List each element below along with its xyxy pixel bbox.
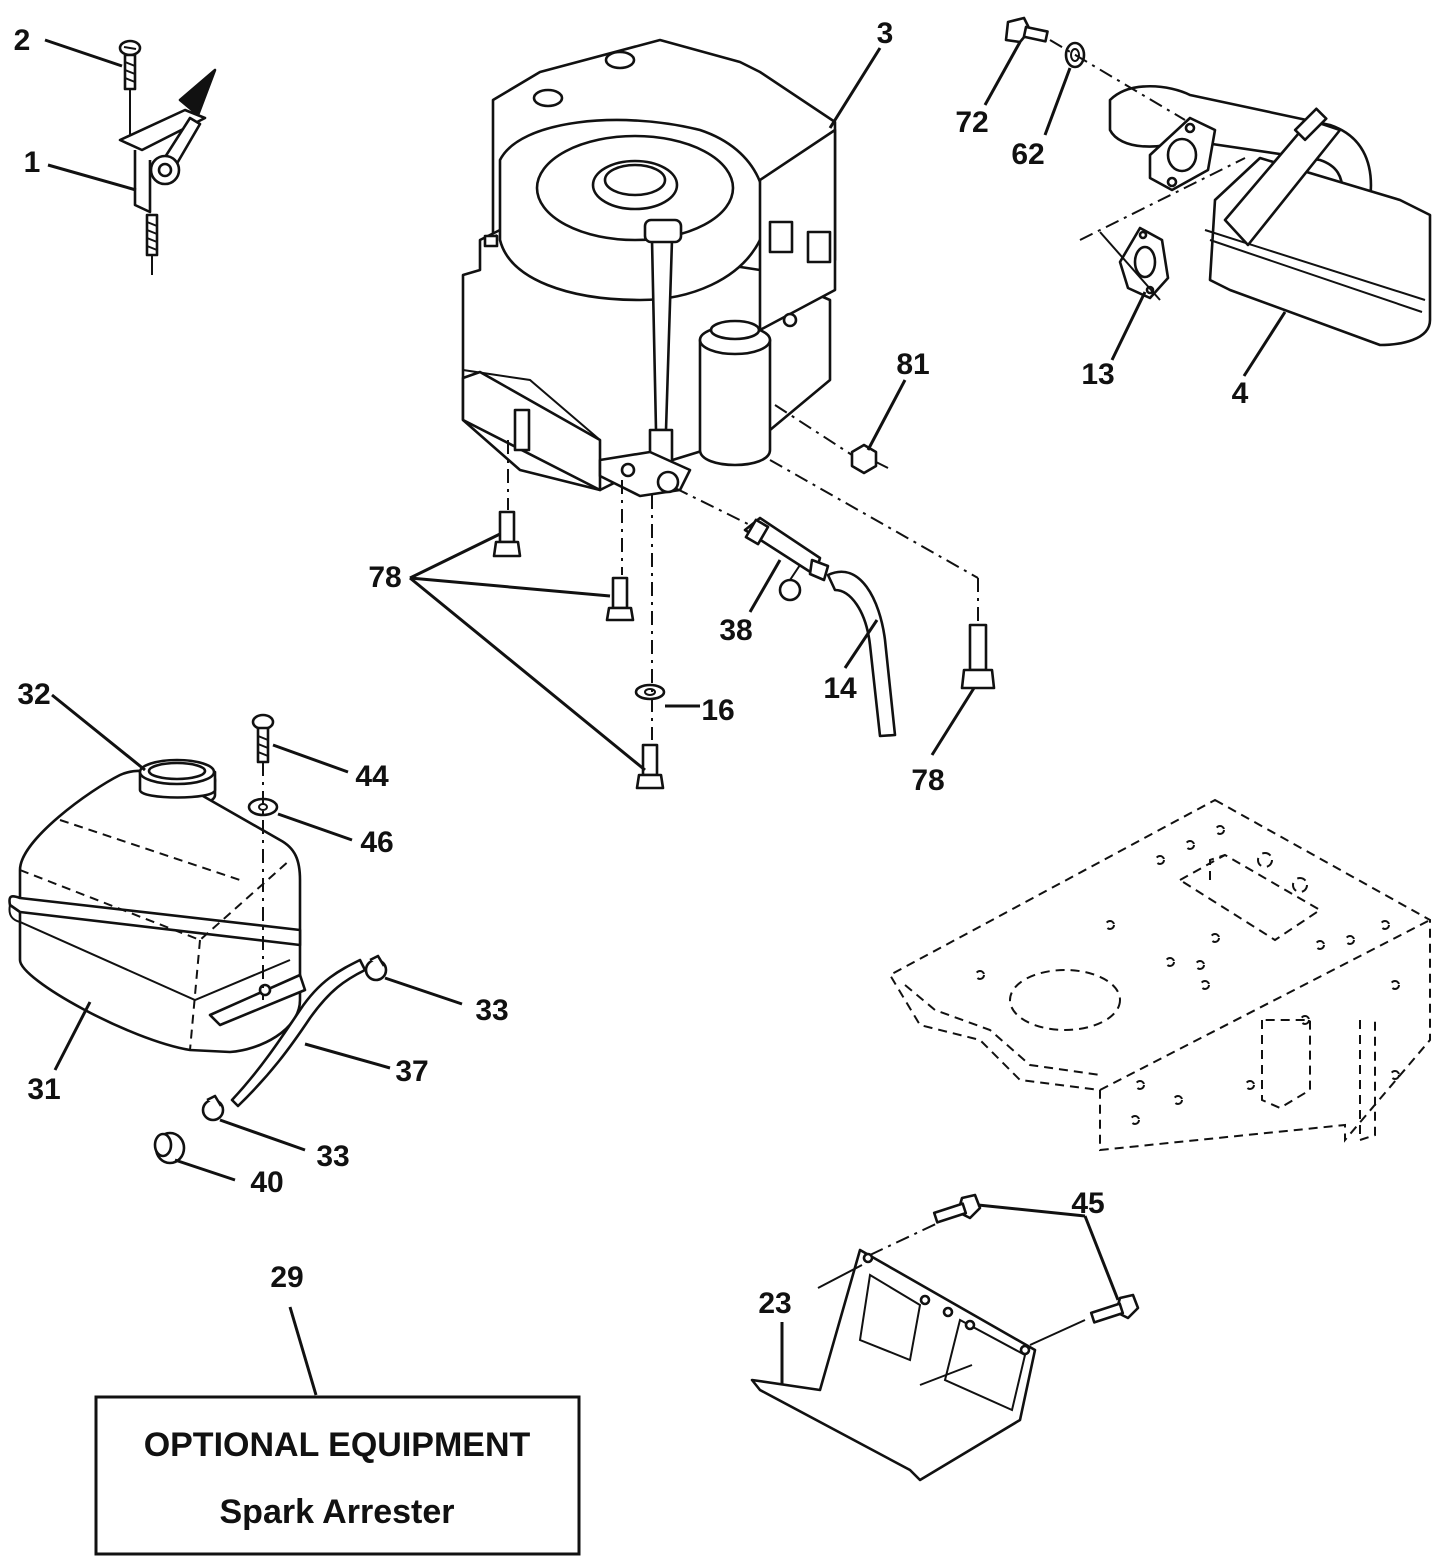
callout-32: 32	[17, 678, 50, 711]
fuel-tank	[8, 758, 307, 1054]
hose-clamp-upper	[364, 954, 388, 982]
bolt-engine-2	[605, 576, 635, 622]
screw-tank	[251, 713, 275, 764]
callout-16: 16	[701, 694, 734, 727]
optional-equipment-box	[94, 1395, 581, 1556]
bolt-exhaust	[1004, 16, 1049, 44]
bolt-shield-lower	[1089, 1293, 1140, 1324]
callout-38: 38	[719, 614, 752, 647]
spark-arrester-label: Spark Arrester	[220, 1493, 455, 1531]
frame-reference	[888, 798, 1431, 1152]
callout-3: 3	[877, 17, 894, 50]
callout-78-group: 78	[368, 561, 401, 594]
callout-13: 13	[1081, 358, 1114, 391]
nut-81	[850, 443, 889, 475]
screw-throttle	[118, 39, 142, 135]
muffler	[1108, 84, 1432, 347]
callout-33-lower: 33	[316, 1140, 349, 1173]
callout-23: 23	[758, 1287, 791, 1320]
callout-31: 31	[27, 1073, 60, 1106]
callout-1: 1	[24, 146, 41, 179]
engine	[461, 38, 837, 498]
hose-clamp-lower	[201, 1094, 225, 1122]
callout-37: 37	[395, 1055, 428, 1088]
callout-4: 4	[1232, 377, 1249, 410]
grommet	[153, 1131, 186, 1165]
callout-44: 44	[355, 760, 389, 793]
callout-2: 2	[14, 24, 31, 57]
bolt-shield-upper	[932, 1193, 982, 1224]
callout-46: 46	[360, 826, 393, 859]
callout-14: 14	[823, 672, 857, 705]
callout-72: 72	[955, 106, 988, 139]
bolt-engine-1	[492, 510, 522, 558]
optional-equipment-heading: OPTIONAL EQUIPMENT	[144, 1426, 531, 1464]
callout-29: 29	[270, 1261, 303, 1294]
drain-hose	[826, 570, 897, 738]
throttle-control	[118, 68, 217, 275]
callout-78-right: 78	[911, 764, 944, 797]
callout-40: 40	[250, 1166, 283, 1199]
bolt-engine-3	[635, 743, 665, 790]
bolt-engine-right	[960, 623, 996, 690]
lock-washer	[634, 683, 666, 701]
callout-33-upper: 33	[475, 994, 508, 1027]
callout-45: 45	[1071, 1187, 1104, 1220]
gasket-muffler	[1118, 226, 1170, 300]
callout-81: 81	[896, 348, 929, 381]
drain-valve	[743, 516, 830, 602]
heat-shield	[750, 1248, 1086, 1482]
callout-62: 62	[1011, 138, 1044, 171]
